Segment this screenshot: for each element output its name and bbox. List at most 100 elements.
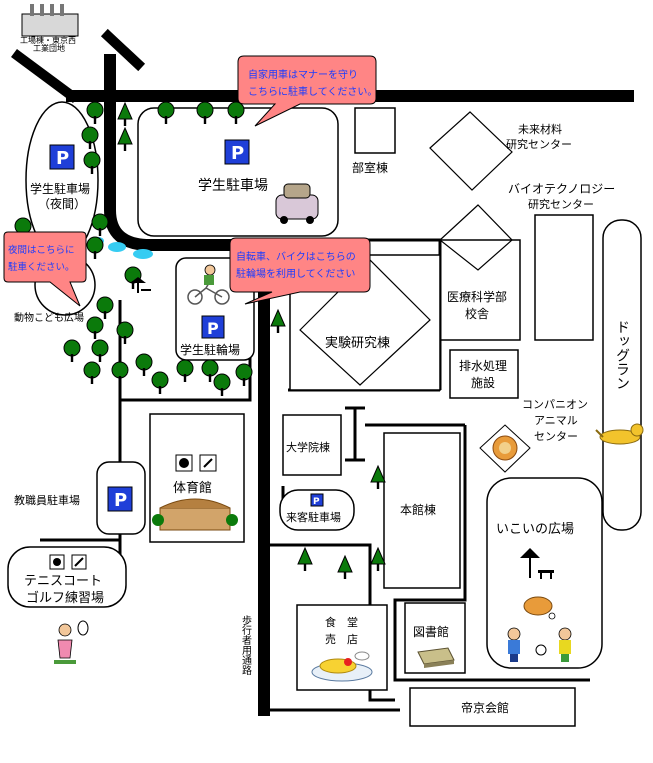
tree-icon bbox=[111, 361, 129, 385]
tree-icon bbox=[370, 465, 386, 490]
grad-school-label: 大学院棟 bbox=[286, 440, 330, 454]
road-northwest-spur bbox=[100, 28, 146, 72]
tree-icon bbox=[270, 309, 286, 334]
svg-text:P: P bbox=[231, 143, 244, 164]
tree-icon bbox=[86, 236, 104, 260]
library-label: 図書館 bbox=[413, 624, 449, 639]
gym-building-illustration-icon bbox=[152, 498, 238, 531]
biotech-label: バイオテクノロジー bbox=[508, 182, 615, 196]
car-illustration-icon bbox=[275, 183, 319, 224]
svg-text:駐輪場を利用してください: 駐輪場を利用してください bbox=[236, 267, 355, 280]
grad-school-building bbox=[282, 414, 342, 476]
svg-text:駐車ください。: 駐車ください。 bbox=[8, 261, 75, 273]
future-materials-label-2: 研究センター bbox=[506, 137, 572, 151]
road-diagonal-northwest bbox=[11, 49, 79, 103]
tree-icon bbox=[151, 371, 169, 395]
companion-label-3: センター bbox=[534, 430, 578, 443]
zoo-plaza-label: 動物こども広場 bbox=[14, 311, 84, 324]
future-materials-outline bbox=[534, 214, 594, 341]
svg-text:こちらに駐車してください。: こちらに駐車してください。 bbox=[248, 85, 377, 98]
drainage-label-2: 施設 bbox=[471, 375, 495, 390]
parking-sign-icon: P bbox=[224, 139, 250, 165]
parking-sign-icon: P bbox=[107, 486, 133, 512]
bubble-night-parking: 夜間はこちらに 駐車ください。 bbox=[3, 231, 87, 307]
companion-label: コンパニオン bbox=[522, 398, 588, 411]
drainage-label: 排水処理 bbox=[459, 359, 507, 373]
road-west-vertical bbox=[104, 54, 270, 251]
club-building bbox=[354, 107, 396, 154]
tree-icon bbox=[86, 101, 104, 125]
svg-text:P: P bbox=[114, 490, 127, 511]
student-parking-night-label: 学生駐車場 bbox=[30, 181, 90, 196]
bench-icon bbox=[520, 548, 554, 579]
bubble-private-car: 自家用車はマナーを守り こちらに駐車してください。 bbox=[237, 55, 377, 127]
bicycle-illustration-icon bbox=[187, 264, 230, 305]
cafeteria-label: 食 堂 bbox=[325, 615, 358, 629]
tree-icon bbox=[117, 127, 133, 152]
medical-building-label-2: 校舎 bbox=[465, 306, 489, 321]
svg-text:自家用車はマナーを守り: 自家用車はマナーを守り bbox=[248, 68, 358, 81]
svg-text:P: P bbox=[207, 319, 219, 338]
visitor-parking-label: 来客駐車場 bbox=[286, 510, 341, 524]
sports-children-icon bbox=[507, 596, 572, 662]
cafeteria-label-2: 売 店 bbox=[325, 632, 358, 646]
factory-label-2: 工業団地 bbox=[33, 43, 65, 53]
tree-icon bbox=[96, 296, 114, 320]
factory-icon bbox=[21, 4, 79, 37]
parking-sign-icon: P bbox=[310, 493, 324, 507]
tree-icon bbox=[297, 547, 313, 572]
tennis-label-2: ゴルフ練習場 bbox=[26, 590, 104, 606]
tree-icon bbox=[86, 316, 104, 340]
svg-text:自転車、バイクはこちらの: 自転車、バイクはこちらの bbox=[236, 250, 356, 263]
rice-dish-icon bbox=[311, 651, 373, 682]
parking-sign-icon: P bbox=[201, 315, 225, 339]
medical-building-label: 医療科学部 bbox=[447, 289, 507, 304]
buildings bbox=[7, 101, 642, 727]
svg-text:P: P bbox=[313, 497, 320, 507]
walkway-label: 歩行者用通路 bbox=[240, 614, 252, 676]
student-parking-label: 学生駐車場 bbox=[198, 177, 268, 194]
main-building-label: 本館棟 bbox=[400, 502, 436, 517]
parking-sign-icon: P bbox=[49, 144, 75, 170]
staff-parking-label: 教職員駐車場 bbox=[14, 493, 80, 507]
tree-icon bbox=[117, 102, 133, 127]
tennis-label: テニスコート bbox=[24, 574, 102, 589]
tree-icon bbox=[63, 339, 81, 363]
dog-run-area bbox=[602, 219, 642, 531]
teikyo-hall-label: 帝京会館 bbox=[461, 700, 509, 715]
bench-icon bbox=[130, 277, 151, 293]
tree-icon bbox=[91, 339, 109, 363]
tree-icon bbox=[135, 353, 153, 377]
tree-icon bbox=[337, 555, 353, 580]
main-building bbox=[383, 432, 461, 589]
experiment-building-label: 実験研究棟 bbox=[325, 335, 390, 351]
tree-icon bbox=[83, 361, 101, 385]
tree-icon bbox=[213, 373, 231, 397]
teikyo-hall-building bbox=[409, 687, 576, 727]
gym-label: 体育館 bbox=[173, 480, 212, 496]
tennis-court-area bbox=[7, 546, 127, 608]
visitor-parking-area bbox=[279, 489, 355, 531]
factory-label: 工場棟・東京西 bbox=[20, 35, 76, 45]
tennis-player-icon bbox=[54, 620, 89, 664]
club-building-label: 部室棟 bbox=[352, 160, 388, 175]
dog-illustration-icon bbox=[595, 423, 644, 445]
gate-marks bbox=[258, 458, 270, 472]
svg-text:夜間はこちらに: 夜間はこちらに bbox=[8, 244, 75, 256]
tree-icon bbox=[176, 359, 194, 383]
tree-icon bbox=[91, 213, 109, 237]
dog-run-label: ドッグラン bbox=[614, 320, 630, 390]
biotech-label-2: 研究センター bbox=[528, 197, 594, 211]
bubble-bicycle: 自転車、バイクはこちらの 駐輪場を利用してください bbox=[229, 237, 371, 305]
tree-icon bbox=[370, 547, 386, 572]
lion-illustration-icon bbox=[479, 424, 531, 473]
student-parking-night-label-2: （夜間） bbox=[38, 196, 86, 211]
sports-ball-icon bbox=[175, 454, 217, 472]
drainage-building bbox=[449, 349, 519, 399]
companion-label-2: アニマル bbox=[534, 414, 578, 427]
svg-text:P: P bbox=[56, 148, 69, 169]
tennis-icons bbox=[49, 554, 87, 570]
book-icon bbox=[417, 647, 455, 668]
future-materials-label: 未来材料 bbox=[518, 122, 562, 136]
